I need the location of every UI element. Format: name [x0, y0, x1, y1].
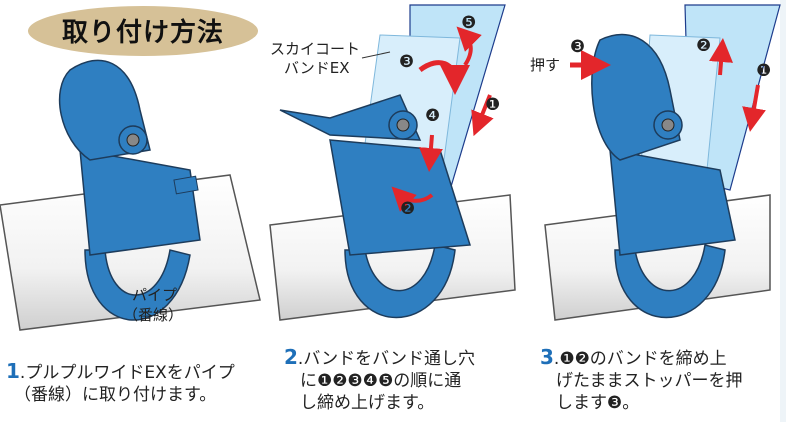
- clamp-body: [609, 149, 736, 256]
- step-line: します❸。: [556, 393, 640, 413]
- step-line: げたままストッパーを押: [556, 371, 743, 391]
- marker-3: ❸: [570, 37, 586, 57]
- marker-1: ❶: [485, 95, 501, 115]
- right-edge: [780, 0, 786, 422]
- band-label: スカイコート: [270, 40, 361, 58]
- step-2-text: 2.バンドをバンド通し穴 に❶❷❸❹❺の順に通 し締め上げます。: [284, 346, 475, 414]
- pipe-label: パイプ: [132, 286, 178, 304]
- step-line: に❶❷❸❹❺の順に通: [300, 371, 462, 391]
- panel-2-illustration: [269, 4, 516, 321]
- marker-2: ❷: [696, 36, 712, 56]
- step-line: .❶❷のバンドを締め上: [553, 349, 727, 369]
- panel-3-illustration: [544, 4, 781, 321]
- marker-5: ❺: [461, 13, 477, 33]
- band-label-sub: バンドEX: [284, 59, 350, 77]
- step-number: 3: [540, 345, 554, 369]
- step-3-text: 3.❶❷のバンドを締め上 げたままストッパーを押 します❸。: [540, 346, 743, 414]
- title-badge: [28, 6, 258, 56]
- marker-1: ❶: [756, 61, 772, 81]
- step-line: し締め上げます。: [300, 393, 435, 413]
- step-1-text: 1.プルプルワイドEXをパイプ （番線）に取り付けます。: [6, 360, 235, 406]
- step-number: 2: [284, 345, 298, 369]
- clamp-ring: [84, 249, 191, 321]
- marker-4: ❹: [425, 106, 441, 126]
- panel-1-illustration: [0, 59, 261, 331]
- step-line: （番線）に取り付けます。: [14, 385, 217, 405]
- pipe-label-sub: （番線）: [123, 306, 184, 324]
- step-line: .プルプルワイドEXをパイプ: [19, 363, 235, 383]
- step-number: 1: [6, 359, 20, 383]
- step-line: .バンドをバンド通し穴: [297, 349, 476, 369]
- marker-2: ❷: [400, 199, 416, 219]
- push-label: 押す: [530, 56, 561, 74]
- page-title: 取り付け方法: [62, 18, 225, 48]
- marker-3: ❸: [399, 52, 415, 72]
- clamp-body: [79, 149, 201, 256]
